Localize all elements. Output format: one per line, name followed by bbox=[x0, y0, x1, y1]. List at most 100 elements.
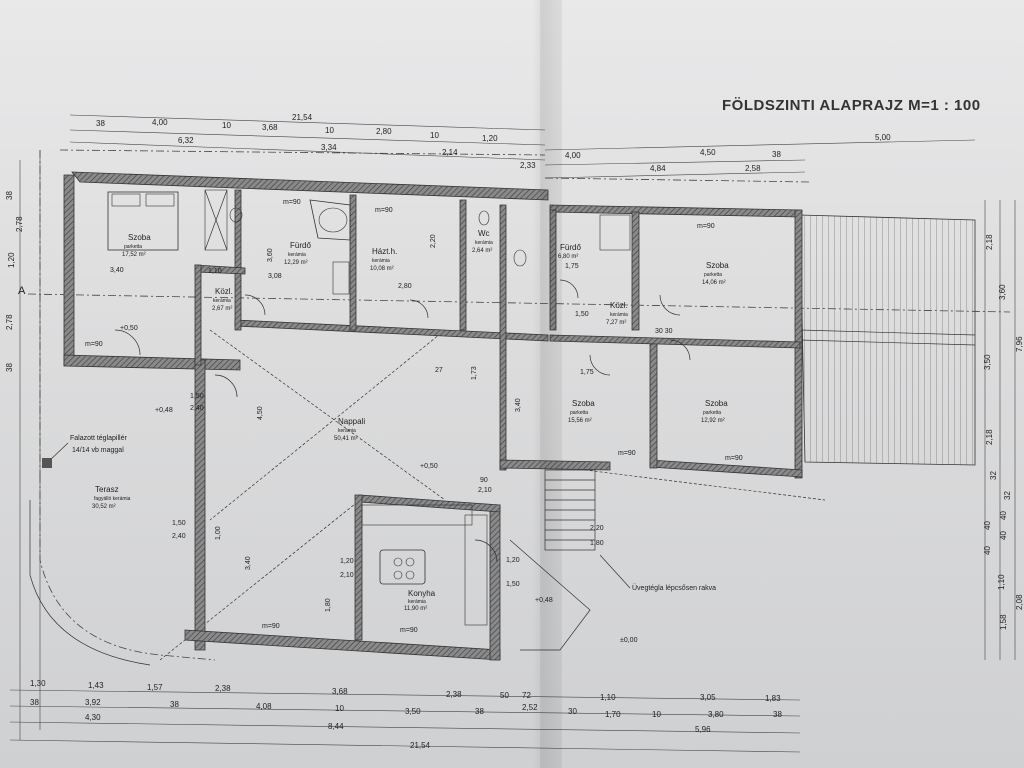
svg-text:+0,50: +0,50 bbox=[420, 463, 438, 470]
shower bbox=[204, 189, 228, 251]
page-fold-shadow bbox=[540, 0, 562, 768]
svg-text:Fürdő: Fürdő bbox=[560, 243, 581, 252]
svg-text:Szoba: Szoba bbox=[572, 399, 595, 408]
svg-text:38: 38 bbox=[30, 698, 39, 707]
svg-text:Házt.h.: Házt.h. bbox=[372, 247, 397, 256]
svg-text:3,80: 3,80 bbox=[708, 710, 724, 719]
svg-text:Konyha: Konyha bbox=[408, 589, 436, 598]
svg-text:3,40: 3,40 bbox=[110, 267, 124, 274]
room-kozl-1: Közl. kerámia 2,67 m² bbox=[212, 287, 233, 312]
top-dimension-lines bbox=[19, 114, 976, 740]
toilet-right bbox=[513, 249, 527, 267]
kitchen-island bbox=[379, 549, 426, 585]
svg-text:parketta: parketta bbox=[570, 410, 588, 416]
svg-text:6,80 m²: 6,80 m² bbox=[558, 254, 578, 260]
svg-text:1,57: 1,57 bbox=[147, 683, 163, 692]
shower-right bbox=[599, 214, 631, 251]
svg-text:1,83: 1,83 bbox=[765, 694, 781, 703]
svg-text:32: 32 bbox=[989, 471, 998, 480]
plan-title: FÖLDSZINTI ALAPRAJZ M=1 : 100 bbox=[722, 97, 981, 114]
toilet-bath bbox=[229, 207, 243, 223]
svg-text:3,50: 3,50 bbox=[405, 707, 421, 716]
svg-text:kerámia: kerámia bbox=[288, 252, 306, 258]
svg-text:Szoba: Szoba bbox=[706, 261, 729, 270]
svg-text:3,68: 3,68 bbox=[332, 687, 348, 696]
svg-text:m=90: m=90 bbox=[400, 627, 418, 634]
svg-text:12,92 m²: 12,92 m² bbox=[701, 418, 725, 424]
svg-text:50: 50 bbox=[500, 691, 509, 700]
svg-text:3,08: 3,08 bbox=[268, 273, 282, 280]
svg-text:3,60: 3,60 bbox=[998, 284, 1007, 300]
svg-text:1,43: 1,43 bbox=[88, 681, 104, 690]
pergola bbox=[799, 214, 976, 466]
svg-text:2,58: 2,58 bbox=[745, 164, 761, 173]
svg-text:4,00: 4,00 bbox=[565, 151, 581, 160]
svg-text:38: 38 bbox=[772, 150, 781, 159]
svg-text:1,10: 1,10 bbox=[600, 693, 616, 702]
svg-text:30 30: 30 30 bbox=[655, 328, 673, 335]
terrace-curve bbox=[29, 500, 151, 666]
bottom-dimension-texts: 1,30 1,43 1,57 2,38 3,68 2,38 50 72 1,10… bbox=[30, 679, 782, 750]
svg-text:2,33: 2,33 bbox=[520, 161, 536, 170]
pillar-note-1: Falazott téglapillér bbox=[70, 435, 127, 442]
terrace-outline bbox=[39, 475, 216, 661]
bathtub bbox=[309, 199, 351, 241]
svg-text:40: 40 bbox=[999, 511, 1008, 520]
svg-text:2,78: 2,78 bbox=[15, 216, 24, 232]
svg-text:2,10: 2,10 bbox=[478, 487, 492, 494]
svg-text:38: 38 bbox=[96, 119, 105, 128]
svg-text:40: 40 bbox=[983, 521, 992, 530]
svg-text:2,52: 2,52 bbox=[522, 703, 538, 712]
svg-text:14,06 m²: 14,06 m² bbox=[702, 280, 726, 286]
svg-text:1,50: 1,50 bbox=[506, 581, 520, 588]
room-nappali: Nappali kerámia 50,41 m² bbox=[334, 417, 365, 442]
svg-text:21,54: 21,54 bbox=[292, 113, 313, 122]
svg-text:m=90: m=90 bbox=[375, 207, 393, 214]
svg-text:4,30: 4,30 bbox=[85, 713, 101, 722]
svg-text:2,67 m²: 2,67 m² bbox=[212, 306, 232, 312]
svg-text:±0,00: ±0,00 bbox=[620, 637, 638, 644]
svg-text:3,05: 3,05 bbox=[700, 693, 716, 702]
room-furdo-2: Fürdő 6,80 m² bbox=[558, 243, 581, 260]
svg-text:kerámia: kerámia bbox=[338, 428, 356, 434]
bottom-dimension-lines bbox=[9, 689, 801, 753]
kitchen-counter bbox=[464, 514, 488, 626]
svg-text:3,50: 3,50 bbox=[983, 354, 992, 370]
svg-text:10,08 m²: 10,08 m² bbox=[370, 266, 394, 272]
svg-text:17,52 m²: 17,52 m² bbox=[122, 252, 146, 258]
svg-text:2,20: 2,20 bbox=[590, 525, 604, 532]
svg-text:Közl.: Közl. bbox=[215, 287, 233, 296]
svg-text:38: 38 bbox=[170, 700, 179, 709]
staircase bbox=[509, 469, 596, 651]
svg-text:2,64 m²: 2,64 m² bbox=[472, 248, 492, 254]
svg-text:10: 10 bbox=[325, 126, 334, 135]
svg-text:2,20: 2,20 bbox=[430, 234, 437, 248]
toilet-wc bbox=[478, 210, 490, 226]
svg-text:Szoba: Szoba bbox=[705, 399, 728, 408]
svg-text:fagyálló kerámia: fagyálló kerámia bbox=[94, 496, 131, 502]
svg-text:2,38: 2,38 bbox=[215, 684, 231, 693]
svg-text:27: 27 bbox=[435, 367, 443, 374]
svg-text:1,75: 1,75 bbox=[580, 369, 594, 376]
svg-text:5,96: 5,96 bbox=[695, 725, 711, 734]
svg-text:32: 32 bbox=[1003, 491, 1012, 500]
room-labels: Szoba parketta 17,52 m² Fürdő kerámia 12… bbox=[92, 229, 729, 612]
svg-text:1,20: 1,20 bbox=[340, 558, 354, 565]
svg-text:Nappali: Nappali bbox=[338, 417, 365, 426]
svg-text:parketta: parketta bbox=[704, 272, 722, 278]
axis-label-a: A bbox=[18, 285, 26, 297]
svg-text:5,00: 5,00 bbox=[875, 133, 891, 142]
svg-text:Terasz: Terasz bbox=[95, 485, 119, 494]
room-szoba-3: Szoba parketta 15,56 m² bbox=[568, 399, 595, 424]
svg-text:Fürdő: Fürdő bbox=[290, 241, 311, 250]
svg-text:1,20: 1,20 bbox=[482, 134, 498, 143]
svg-text:4,00: 4,00 bbox=[152, 118, 168, 127]
svg-text:1,80: 1,80 bbox=[590, 540, 604, 547]
svg-text:2,40: 2,40 bbox=[190, 405, 204, 412]
svg-text:40: 40 bbox=[983, 546, 992, 555]
svg-text:1,73: 1,73 bbox=[471, 366, 478, 380]
svg-text:12,29 m²: 12,29 m² bbox=[284, 260, 308, 266]
svg-text:6,32: 6,32 bbox=[178, 136, 194, 145]
svg-text:1,80: 1,80 bbox=[325, 598, 332, 612]
